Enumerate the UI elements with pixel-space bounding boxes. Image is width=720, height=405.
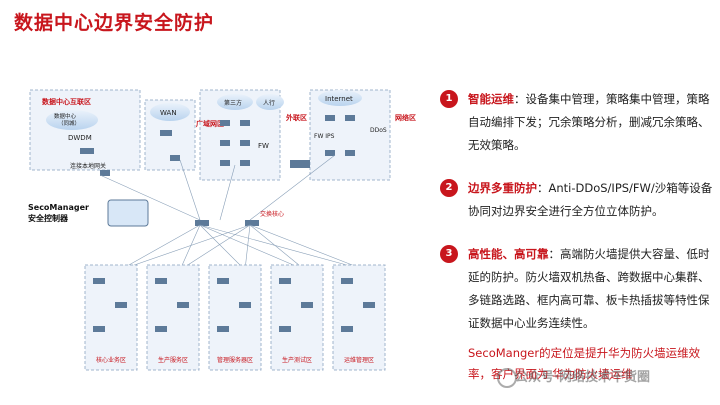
zone-box (332, 264, 386, 371)
server-icon (341, 326, 353, 332)
server-icon (115, 302, 127, 308)
feature-text: ：Anti-DDoS/IPS/FW/沙箱等设备协同对边界安全进行全方位立体防护。 (468, 181, 713, 218)
server-icon (239, 302, 251, 308)
svg-text:安全控制器: 安全控制器 (28, 213, 69, 223)
wechat-icon (497, 368, 517, 388)
wide-area-label: 广域网区 (196, 119, 224, 128)
feature-keyword: 高性能、高可靠 (468, 247, 549, 261)
feature-item: 2 边界多重防护：Anti-DDoS/IPS/FW/沙箱等设备协同对边界安全进行… (440, 177, 715, 223)
bank-label: 人行 (263, 99, 275, 107)
wan-label: WAN (160, 109, 177, 117)
feature-keyword: 边界多重防护 (468, 181, 537, 195)
dwdm-label: DWDM (68, 134, 92, 142)
watermark: 公众号·网络技术干货圈 (515, 370, 650, 385)
device-icons (80, 115, 355, 226)
server-icon (155, 278, 167, 284)
fw-ips-label: FW IPS (314, 133, 335, 140)
server-icon (279, 278, 291, 284)
internet-zone-label: 网络区 (395, 113, 416, 122)
server-icon (155, 326, 167, 332)
feature-text: ：设备集中管理，策略集中管理，策略自动编排下发；冗余策略分析，删减冗余策略、无效… (468, 92, 710, 152)
server-icon (93, 278, 105, 284)
server-icon (217, 326, 229, 332)
feature-number: 2 (440, 179, 458, 197)
server-icon (341, 278, 353, 284)
server-icon (93, 326, 105, 332)
zone-box (84, 264, 138, 371)
svg-text:（同城）: （同城） (58, 120, 80, 127)
zone-label: 生产服务区 (158, 356, 188, 364)
feature-item: 3 高性能、高可靠：高端防火墙提供大容量、低时延的防护。防火墙双机热备、跨数据中… (440, 243, 715, 335)
ddos-label: DDoS (370, 127, 387, 134)
internet-label: Internet (325, 95, 353, 103)
zone-label: 管理服务器区 (217, 356, 253, 364)
feature-number: 1 (440, 90, 458, 108)
feature-list: 1 智能运维：设备集中管理，策略集中管理，策略自动编排下发；冗余策略分析，删减冗… (440, 88, 715, 355)
zone-label: 生产测试区 (282, 356, 312, 364)
zone-box (146, 264, 200, 371)
network-diagram: 数据中心互联区 数据中心 （同城） DWDM WAN 广域网区 第三方 人行 外… (28, 89, 416, 371)
feature-number: 3 (440, 245, 458, 263)
connect-local-label: 连接本地网关 (70, 162, 106, 170)
page-title: 数据中心边界安全防护 (14, 12, 215, 34)
server-icon (279, 326, 291, 332)
secomanager-label: SecoManager (28, 203, 89, 212)
zone-dc-internet-label: 数据中心互联区 (42, 97, 91, 106)
server-icon (217, 278, 229, 284)
server-icon (301, 302, 313, 308)
zone-label: 核心业务区 (96, 356, 126, 364)
zone-label: 运维管理区 (344, 356, 374, 364)
zone-box (270, 264, 324, 371)
dc-city-label: 数据中心 (54, 112, 77, 120)
core-label: 交换核心 (260, 210, 284, 218)
external-label: 外联区 (286, 113, 307, 122)
server-icon (363, 302, 375, 308)
server-icon (177, 302, 189, 308)
feature-item: 1 智能运维：设备集中管理，策略集中管理，策略自动编排下发；冗余策略分析，删减冗… (440, 88, 715, 157)
fw-label: FW (258, 142, 269, 150)
feature-keyword: 智能运维 (468, 92, 514, 106)
zone-box (208, 264, 262, 371)
third-party-label: 第三方 (224, 99, 242, 107)
feature-text: ：高端防火墙提供大容量、低时延的防护。防火墙双机热备、跨数据中心集群、多链路选路… (468, 247, 710, 330)
